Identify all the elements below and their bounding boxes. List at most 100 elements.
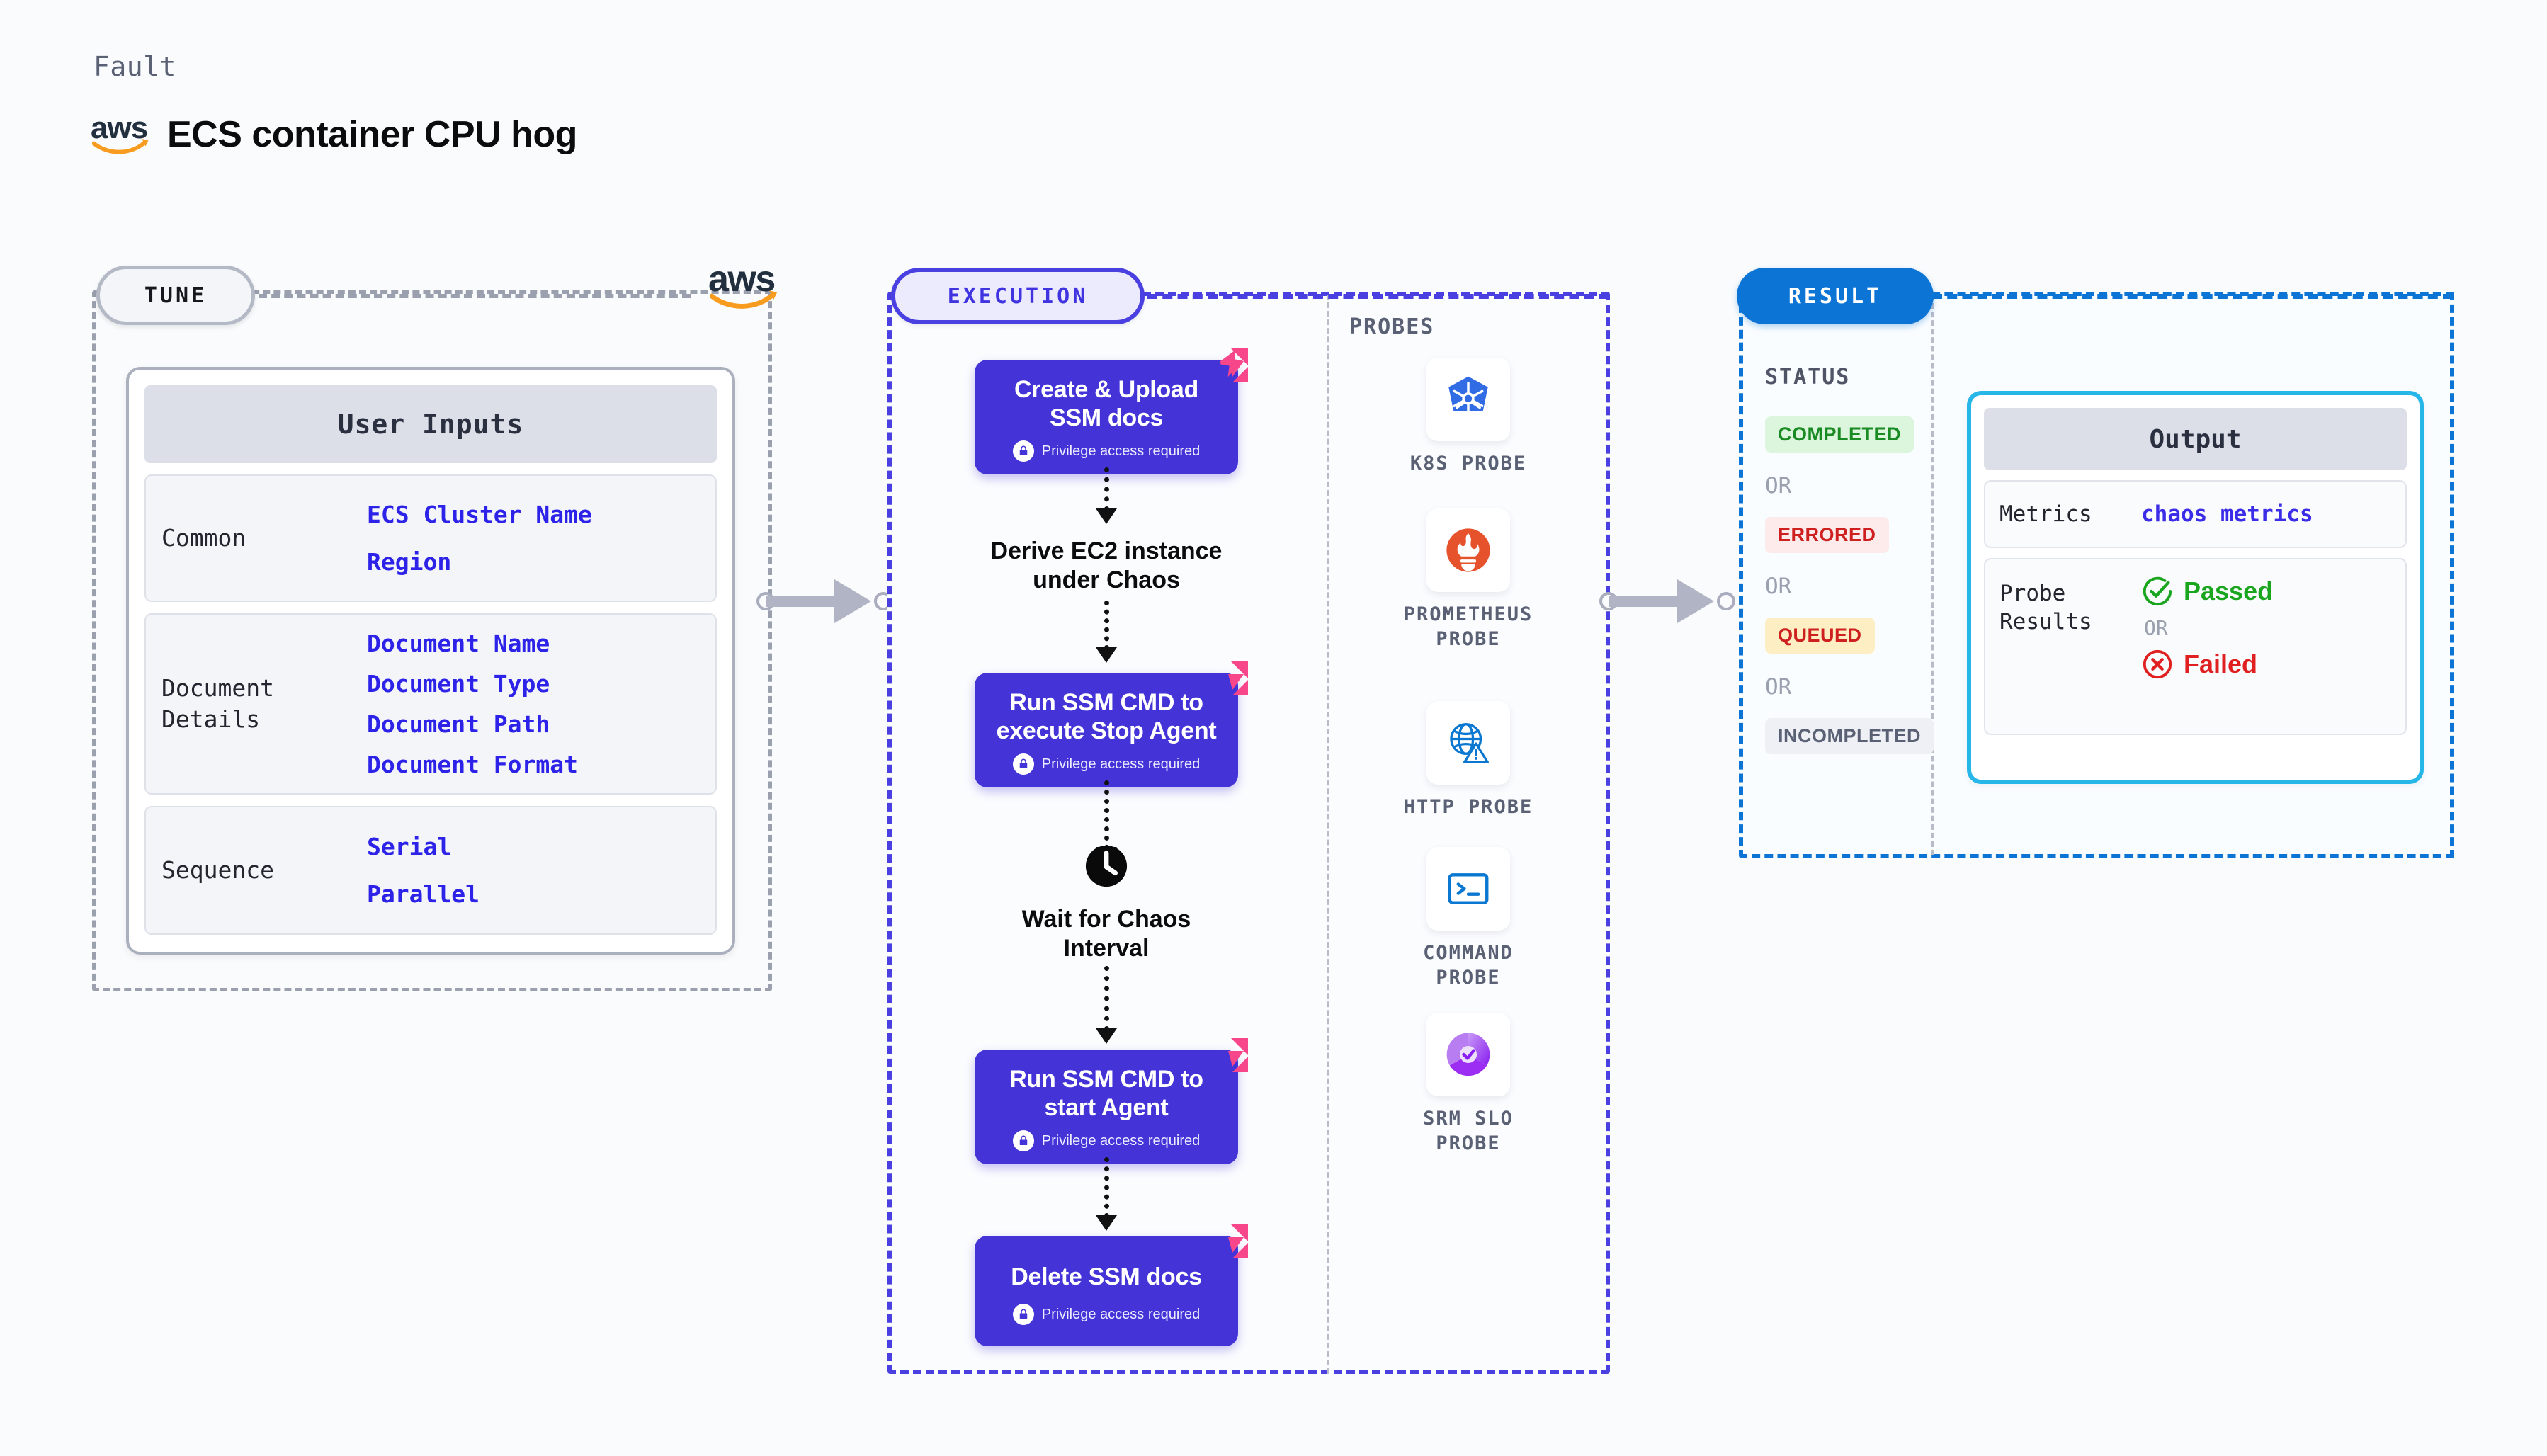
lock-icon [1012, 753, 1034, 775]
tune-section-key: Document Details [161, 674, 274, 733]
exec-node-run-ssm-cmd-start-agent[interactable]: Run SSM CMD to start Agent Privilege acc… [975, 1038, 1248, 1165]
exec-node-delete-ssm-docs[interactable]: Delete SSM docs Privilege access require… [975, 1224, 1248, 1347]
probe-result-failed: Failed [2141, 648, 2273, 681]
tune-section-key: Sequence [161, 856, 274, 885]
node-title: Run SSM CMD to start Agent [1009, 1066, 1203, 1122]
node-title: Derive EC2 instance under Chaos [990, 538, 1223, 593]
node-privilege-note: Privilege access required [987, 1304, 1225, 1326]
or-label: OR [2144, 616, 2168, 639]
lock-icon [1012, 1130, 1034, 1152]
passed-label: Passed [2184, 576, 2274, 605]
probe-item-srm-slo[interactable]: SRM SLO PROBE [1366, 1013, 1571, 1156]
terminal-icon [1426, 847, 1510, 931]
status-badge-queued: QUEUED [1765, 618, 1875, 654]
privilege-text: Privilege access required [1041, 1306, 1201, 1322]
http-globe-icon [1426, 701, 1510, 785]
check-circle-icon [2143, 576, 2172, 606]
probe-label: PROMETHEUS PROBE [1403, 603, 1533, 651]
privilege-text: Privilege access required [1041, 443, 1201, 459]
tune-section-common: Common ECS Cluster Name Region [144, 474, 717, 602]
tune-section-key: Common [161, 524, 246, 552]
failed-label: Failed [2184, 649, 2258, 678]
metrics-key: Metrics [1999, 501, 2092, 527]
aws-logo-icon: aws [91, 110, 152, 156]
or-label: OR [1765, 674, 1792, 700]
exec-node-create-upload-ssm-docs[interactable]: Create & Upload SSM docs Privilege acces… [975, 348, 1248, 475]
tune-value[interactable]: Parallel [367, 880, 480, 908]
status-badge-errored: ERRORED [1765, 517, 1889, 553]
node-privilege-note: Privilege access required [987, 1130, 1225, 1152]
node-title: Create & Upload SSM docs [1014, 376, 1198, 432]
tune-value[interactable]: Region [367, 548, 452, 576]
tune-dashed-connector [259, 294, 691, 298]
connector-tune-to-execution [756, 579, 892, 623]
probe-item-prometheus[interactable]: PROMETHEUS PROBE [1366, 508, 1571, 652]
user-inputs-card: User Inputs Common ECS Cluster Name Regi… [126, 367, 735, 955]
node-privilege-note: Privilege access required [987, 753, 1225, 775]
probe-result-passed: Passed [2141, 575, 2273, 608]
page-title: ECS container CPU hog [167, 114, 577, 155]
or-label: OR [1765, 574, 1792, 599]
tune-badge: TUNE [96, 266, 255, 325]
or-label: OR [1765, 473, 1792, 499]
probe-label: SRM SLO PROBE [1423, 1108, 1514, 1155]
output-section-probe-results: Probe Results Passed OR Failed [1984, 558, 2407, 735]
harness-logo-icon [1220, 348, 1248, 382]
lock-icon [1012, 1304, 1034, 1326]
result-badge: RESULT [1737, 268, 1934, 324]
fault-eyebrow: Fault [93, 51, 176, 82]
tune-value[interactable]: Document Format [367, 751, 579, 778]
tune-section-sequence: Sequence Serial Parallel [144, 806, 717, 935]
node-privilege-note: Privilege access required [987, 440, 1225, 462]
execution-badge: EXECUTION [891, 268, 1145, 324]
execution-dashed-connector [1147, 294, 1609, 299]
output-title: Output [1984, 408, 2407, 470]
prometheus-icon [1426, 508, 1510, 592]
harness-logo-icon [1228, 661, 1248, 695]
node-title: Wait for Chaos Interval [1021, 905, 1191, 962]
exec-node-run-ssm-cmd-stop-agent[interactable]: Run SSM CMD to execute Stop Agent Privil… [975, 661, 1248, 788]
exec-node-wait-for-chaos-interval: Wait for Chaos Interval [958, 844, 1255, 962]
probe-item-command[interactable]: COMMAND PROBE [1366, 847, 1571, 990]
exec-node-derive-ec2-instance: Derive EC2 instance under Chaos [958, 537, 1255, 595]
output-section-metrics: Metrics chaos metrics [1984, 480, 2407, 548]
aws-wordmark: aws [91, 110, 148, 145]
user-inputs-title: User Inputs [144, 385, 717, 463]
connector-execution-to-result [1599, 579, 1735, 623]
tune-value[interactable]: ECS Cluster Name [367, 501, 592, 528]
result-dashed-connector [1932, 294, 2453, 299]
node-title: Delete SSM docs [1011, 1263, 1202, 1290]
probes-title: PROBES [1349, 314, 1435, 339]
tune-value[interactable]: Document Name [367, 630, 550, 657]
status-title: STATUS [1765, 365, 1851, 389]
probe-item-http[interactable]: HTTP PROBE [1366, 701, 1571, 819]
clock-icon [1085, 845, 1128, 887]
probe-label: COMMAND PROBE [1423, 942, 1514, 989]
probe-label: K8S PROBE [1409, 453, 1527, 474]
privilege-text: Privilege access required [1041, 756, 1201, 772]
harness-logo-icon [1228, 1224, 1248, 1258]
tune-value[interactable]: Serial [367, 833, 452, 860]
privilege-text: Privilege access required [1041, 1132, 1201, 1149]
output-card: Output Metrics chaos metrics Probe Resul… [1967, 391, 2424, 784]
kubernetes-icon [1426, 358, 1510, 441]
status-badge-completed: COMPLETED [1765, 416, 1914, 453]
tune-value[interactable]: Document Path [367, 710, 550, 738]
x-circle-icon [2143, 649, 2172, 679]
tune-value[interactable]: Document Type [367, 670, 550, 698]
lock-icon [1012, 440, 1034, 462]
probe-results-key: Probe Results [1999, 581, 2092, 635]
tune-aws-wordmark: aws [708, 258, 776, 300]
probe-label: HTTP PROBE [1403, 796, 1533, 818]
tune-aws-logo-icon: aws [708, 258, 793, 323]
status-badge-incompleted: INCOMPLETED [1765, 718, 1934, 754]
probes-subpanel [1327, 294, 1610, 1374]
srm-slo-icon [1426, 1013, 1510, 1096]
tune-section-document-details: Document Details Document Name Document … [144, 613, 717, 795]
page-title-row: aws ECS container CPU hog [91, 110, 577, 156]
harness-logo-icon [1228, 1038, 1248, 1072]
result-divider [1931, 295, 1934, 855]
probe-item-k8s[interactable]: K8S PROBE [1366, 358, 1571, 476]
metrics-value[interactable]: chaos metrics [2141, 501, 2313, 527]
